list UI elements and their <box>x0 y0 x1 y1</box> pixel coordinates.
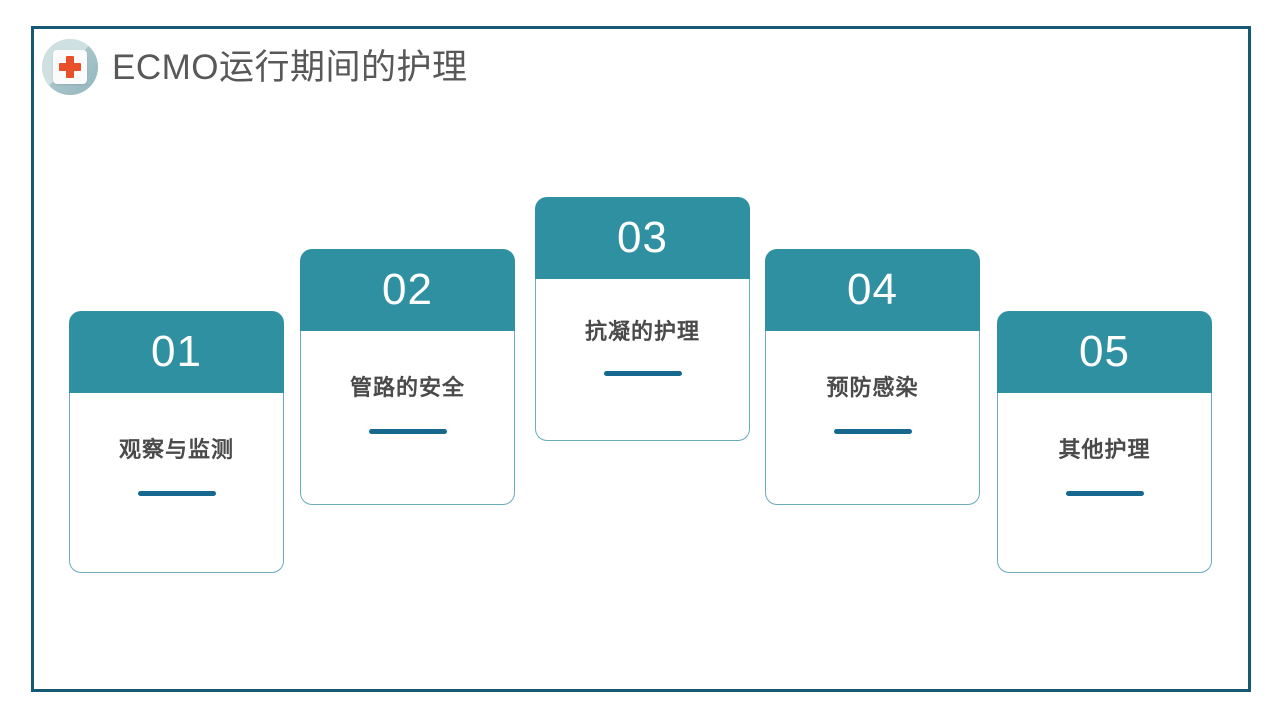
step-card-04-label: 预防感染 <box>826 375 919 400</box>
step-card-03-number: 03 <box>617 213 668 262</box>
step-card-04[interactable]: 04 预防感染 <box>765 249 980 505</box>
step-card-05-body: 其他护理 <box>997 393 1212 573</box>
step-card-01-header: 01 <box>69 311 284 393</box>
step-card-02-rule <box>368 429 447 434</box>
step-card-05-header: 05 <box>997 311 1212 393</box>
step-card-05-rule <box>1065 491 1144 496</box>
step-card-03[interactable]: 03 抗凝的护理 <box>535 197 750 441</box>
step-card-01[interactable]: 01 观察与监测 <box>69 311 284 573</box>
step-card-02[interactable]: 02 管路的安全 <box>300 249 515 505</box>
step-card-04-header: 04 <box>765 249 980 331</box>
step-card-03-body: 抗凝的护理 <box>535 279 750 441</box>
step-card-01-rule <box>137 491 216 496</box>
slide-header: ECMO运行期间的护理 <box>42 38 468 96</box>
medical-cross-badge-icon <box>42 39 98 95</box>
step-card-05-number: 05 <box>1079 327 1130 376</box>
step-card-01-label: 观察与监测 <box>118 437 234 462</box>
step-card-05-label: 其他护理 <box>1058 437 1151 462</box>
step-card-02-number: 02 <box>382 265 433 314</box>
step-card-04-rule <box>833 429 912 434</box>
slide-border-frame <box>31 26 1251 692</box>
step-card-04-body: 预防感染 <box>765 331 980 505</box>
step-card-03-rule <box>603 371 682 376</box>
page-title: ECMO运行期间的护理 <box>112 47 468 87</box>
step-card-02-body: 管路的安全 <box>300 331 515 505</box>
step-card-01-body: 观察与监测 <box>69 393 284 573</box>
cross-horizontal-bar <box>59 63 81 71</box>
step-card-03-label: 抗凝的护理 <box>584 319 700 344</box>
step-card-04-number: 04 <box>847 265 898 314</box>
step-card-05[interactable]: 05 其他护理 <box>997 311 1212 573</box>
step-card-01-number: 01 <box>151 327 202 376</box>
step-card-02-label: 管路的安全 <box>349 375 465 400</box>
step-card-02-header: 02 <box>300 249 515 331</box>
step-card-03-header: 03 <box>535 197 750 279</box>
